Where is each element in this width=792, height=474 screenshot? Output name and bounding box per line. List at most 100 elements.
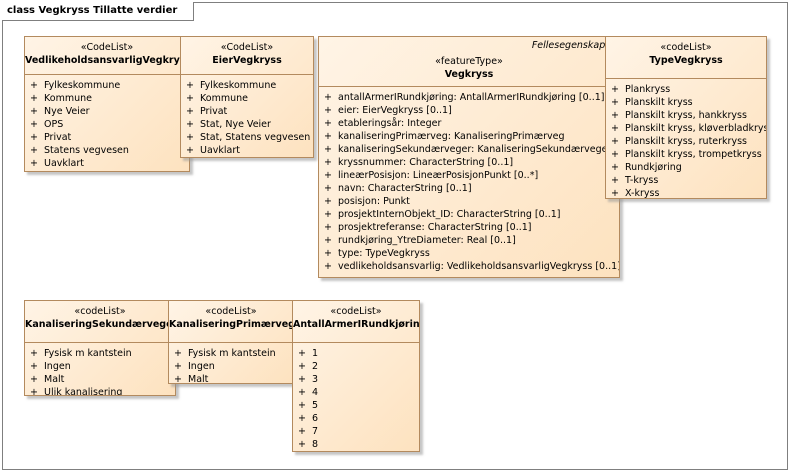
attribute-row: + kanaliseringPrimærveg: KanaliseringPrim… — [319, 130, 619, 143]
class-eier-vegkryss[interactable]: «CodeList» EierVegkryss +Fylkeskommune+K… — [180, 36, 314, 158]
class-kanalisering-sekundaerveger[interactable]: «codeList» KanaliseringSekundærveger +Fy… — [24, 300, 176, 396]
attribute-label: 4 — [312, 387, 319, 398]
attribute-label: etableringsår: Integer — [338, 118, 442, 129]
attribute-row: + Ingen — [25, 360, 175, 373]
public-visibility-icon: + — [174, 348, 182, 359]
attribute-label: Planskilt kryss, trompetkryss — [625, 149, 762, 160]
attribute-label: Uavklart — [200, 145, 240, 156]
stereotype-label: «codeList» — [660, 42, 712, 53]
class-antall-armer-i-rundkjoring[interactable]: «codeList» AntallArmerIRundkjøring +1+2+… — [292, 300, 420, 452]
attribute-label: 3 — [312, 374, 319, 385]
class-name: EierVegkryss — [212, 55, 282, 66]
stereotype-label: «featureType» — [435, 56, 503, 67]
attribute-row: + Stat, Nye Veier — [181, 118, 313, 131]
public-visibility-icon: + — [298, 439, 306, 450]
public-visibility-icon: + — [186, 145, 194, 156]
public-visibility-icon: + — [186, 132, 194, 143]
public-visibility-icon: + — [186, 119, 194, 130]
public-visibility-icon: + — [324, 92, 332, 103]
class-name: AntallArmerIRundkjøring — [293, 319, 420, 330]
public-visibility-icon: + — [324, 170, 332, 181]
public-visibility-icon: + — [611, 188, 619, 199]
public-visibility-icon: + — [324, 183, 332, 194]
public-visibility-icon: + — [324, 248, 332, 259]
attribute-row: +Statens vegvesen — [25, 144, 189, 157]
attribute-label: eier: EierVegkryss [0..1] — [338, 105, 452, 116]
class-vegkryss[interactable]: Fellesegenskaper «featureType» Vegkryss … — [318, 36, 620, 278]
attribute-row: +4 — [293, 386, 419, 399]
attribute-row: +Ulik kanalisering — [25, 386, 175, 395]
attribute-label: 8 — [312, 439, 319, 450]
attribute-row: +3 — [293, 373, 419, 386]
attribute-label: Stat, Statens vegvesen — [200, 132, 311, 143]
public-visibility-icon: + — [611, 175, 619, 186]
attribute-list: + Fysisk m kantstein+ Ingen+Malt — [169, 343, 293, 383]
attribute-label: Planskilt kryss, hankkryss — [625, 110, 747, 121]
public-visibility-icon: + — [611, 97, 619, 108]
attribute-row: + Stat, Statens vegvesen — [181, 131, 313, 144]
attribute-row: + kanaliseringSekundærveger: Kanalisering… — [319, 143, 619, 156]
attribute-label: Privat — [200, 106, 228, 117]
class-kanalisering-primaerveg[interactable]: «codeList» KanaliseringPrimærveg +Fysisk… — [168, 300, 294, 384]
attribute-row: +5 — [293, 399, 419, 412]
class-vedlikeholdsansvarlig-vegkryss[interactable]: «CodeList» VedlikeholdsansvarligVegkryss… — [24, 36, 190, 172]
attribute-list: +Fylkeskommune+Kommune+Nye Veier+OPS+Pri… — [25, 75, 189, 170]
public-visibility-icon: + — [30, 80, 38, 91]
public-visibility-icon: + — [324, 209, 332, 220]
attribute-row: +Fysisk m kantstein — [25, 347, 175, 360]
attribute-label: kanaliseringPrimærveg: KanaliseringPrimæ… — [338, 131, 565, 142]
class-name: KanaliseringPrimærveg — [169, 319, 294, 330]
attribute-label: prosjektInternObjekt_ID: CharacterString… — [338, 209, 561, 220]
attribute-row: +8 — [293, 438, 419, 451]
attribute-label: kanaliseringSekundærveger: KanaliseringS… — [338, 144, 612, 155]
attribute-label: Stat, Nye Veier — [200, 119, 271, 130]
public-visibility-icon: + — [186, 93, 194, 104]
attribute-label: Fysisk m kantstein — [188, 348, 276, 359]
public-visibility-icon: + — [324, 261, 332, 272]
attribute-label: Statens vegvesen — [44, 145, 129, 156]
public-visibility-icon: + — [298, 400, 306, 411]
public-visibility-icon: + — [324, 157, 332, 168]
attribute-label: 2 — [312, 361, 319, 372]
attribute-label: 6 — [312, 413, 319, 424]
attribute-label: Kommune — [200, 93, 248, 104]
public-visibility-icon: + — [30, 361, 38, 372]
public-visibility-icon: + — [611, 123, 619, 134]
package-tag: Fellesegenskaper — [531, 40, 615, 51]
public-visibility-icon: + — [324, 144, 332, 155]
public-visibility-icon: + — [611, 162, 619, 173]
attribute-row: +rundkjøring_YtreDiameter: Real [0..1] — [319, 234, 619, 247]
attribute-label: Ingen — [44, 361, 71, 372]
attribute-list: +1+2+3+4+5+6+7+8 — [293, 343, 419, 451]
attribute-label: Malt — [44, 374, 65, 385]
attribute-label: rundkjøring_YtreDiameter: Real [0..1] — [338, 235, 516, 246]
attribute-row: + Privat — [181, 105, 313, 118]
attribute-row: +Fylkeskommune — [181, 79, 313, 92]
stereotype-label: «CodeList» — [220, 42, 274, 53]
attribute-row: +Nye Veier — [25, 105, 189, 118]
attribute-row: +Uavklart — [25, 157, 189, 170]
attribute-row: +Malt — [169, 373, 293, 383]
public-visibility-icon: + — [324, 118, 332, 129]
public-visibility-icon: + — [324, 105, 332, 116]
public-visibility-icon: + — [30, 119, 38, 130]
public-visibility-icon: + — [186, 106, 194, 117]
attribute-label: OPS — [44, 119, 64, 130]
attribute-label: Fysisk m kantstein — [44, 348, 132, 359]
attribute-row: +Privat — [25, 131, 189, 144]
attribute-row: + prosjektInternObjekt_ID: CharacterStrin… — [319, 208, 619, 221]
attribute-label: T-kryss — [625, 175, 659, 186]
attribute-row: + Fysisk m kantstein — [169, 347, 293, 360]
class-type-vegkryss[interactable]: «codeList» TypeVegkryss +Plankryss+Plans… — [605, 36, 767, 199]
attribute-row: + eier: EierVegkryss [0..1] — [319, 104, 619, 117]
attribute-row: +lineærPosisjon: LineærPosisjonPunkt [0.… — [319, 169, 619, 182]
attribute-row: +type: TypeVegkryss — [319, 247, 619, 260]
attribute-row: +Malt — [25, 373, 175, 386]
attribute-label: Ingen — [188, 361, 215, 372]
attribute-list: +Fylkeskommune+Kommune+Privat+Stat, Nye … — [181, 75, 313, 157]
attribute-row: +vedlikeholdsansvarlig: Vedlikeholdsansv… — [319, 260, 619, 273]
attribute-label: Planskilt kryss, kløverbladkryss — [625, 123, 767, 134]
public-visibility-icon: + — [324, 131, 332, 142]
class-name: Vegkryss — [444, 69, 494, 80]
attribute-label: Planskilt kryss, ruterkryss — [625, 136, 747, 147]
